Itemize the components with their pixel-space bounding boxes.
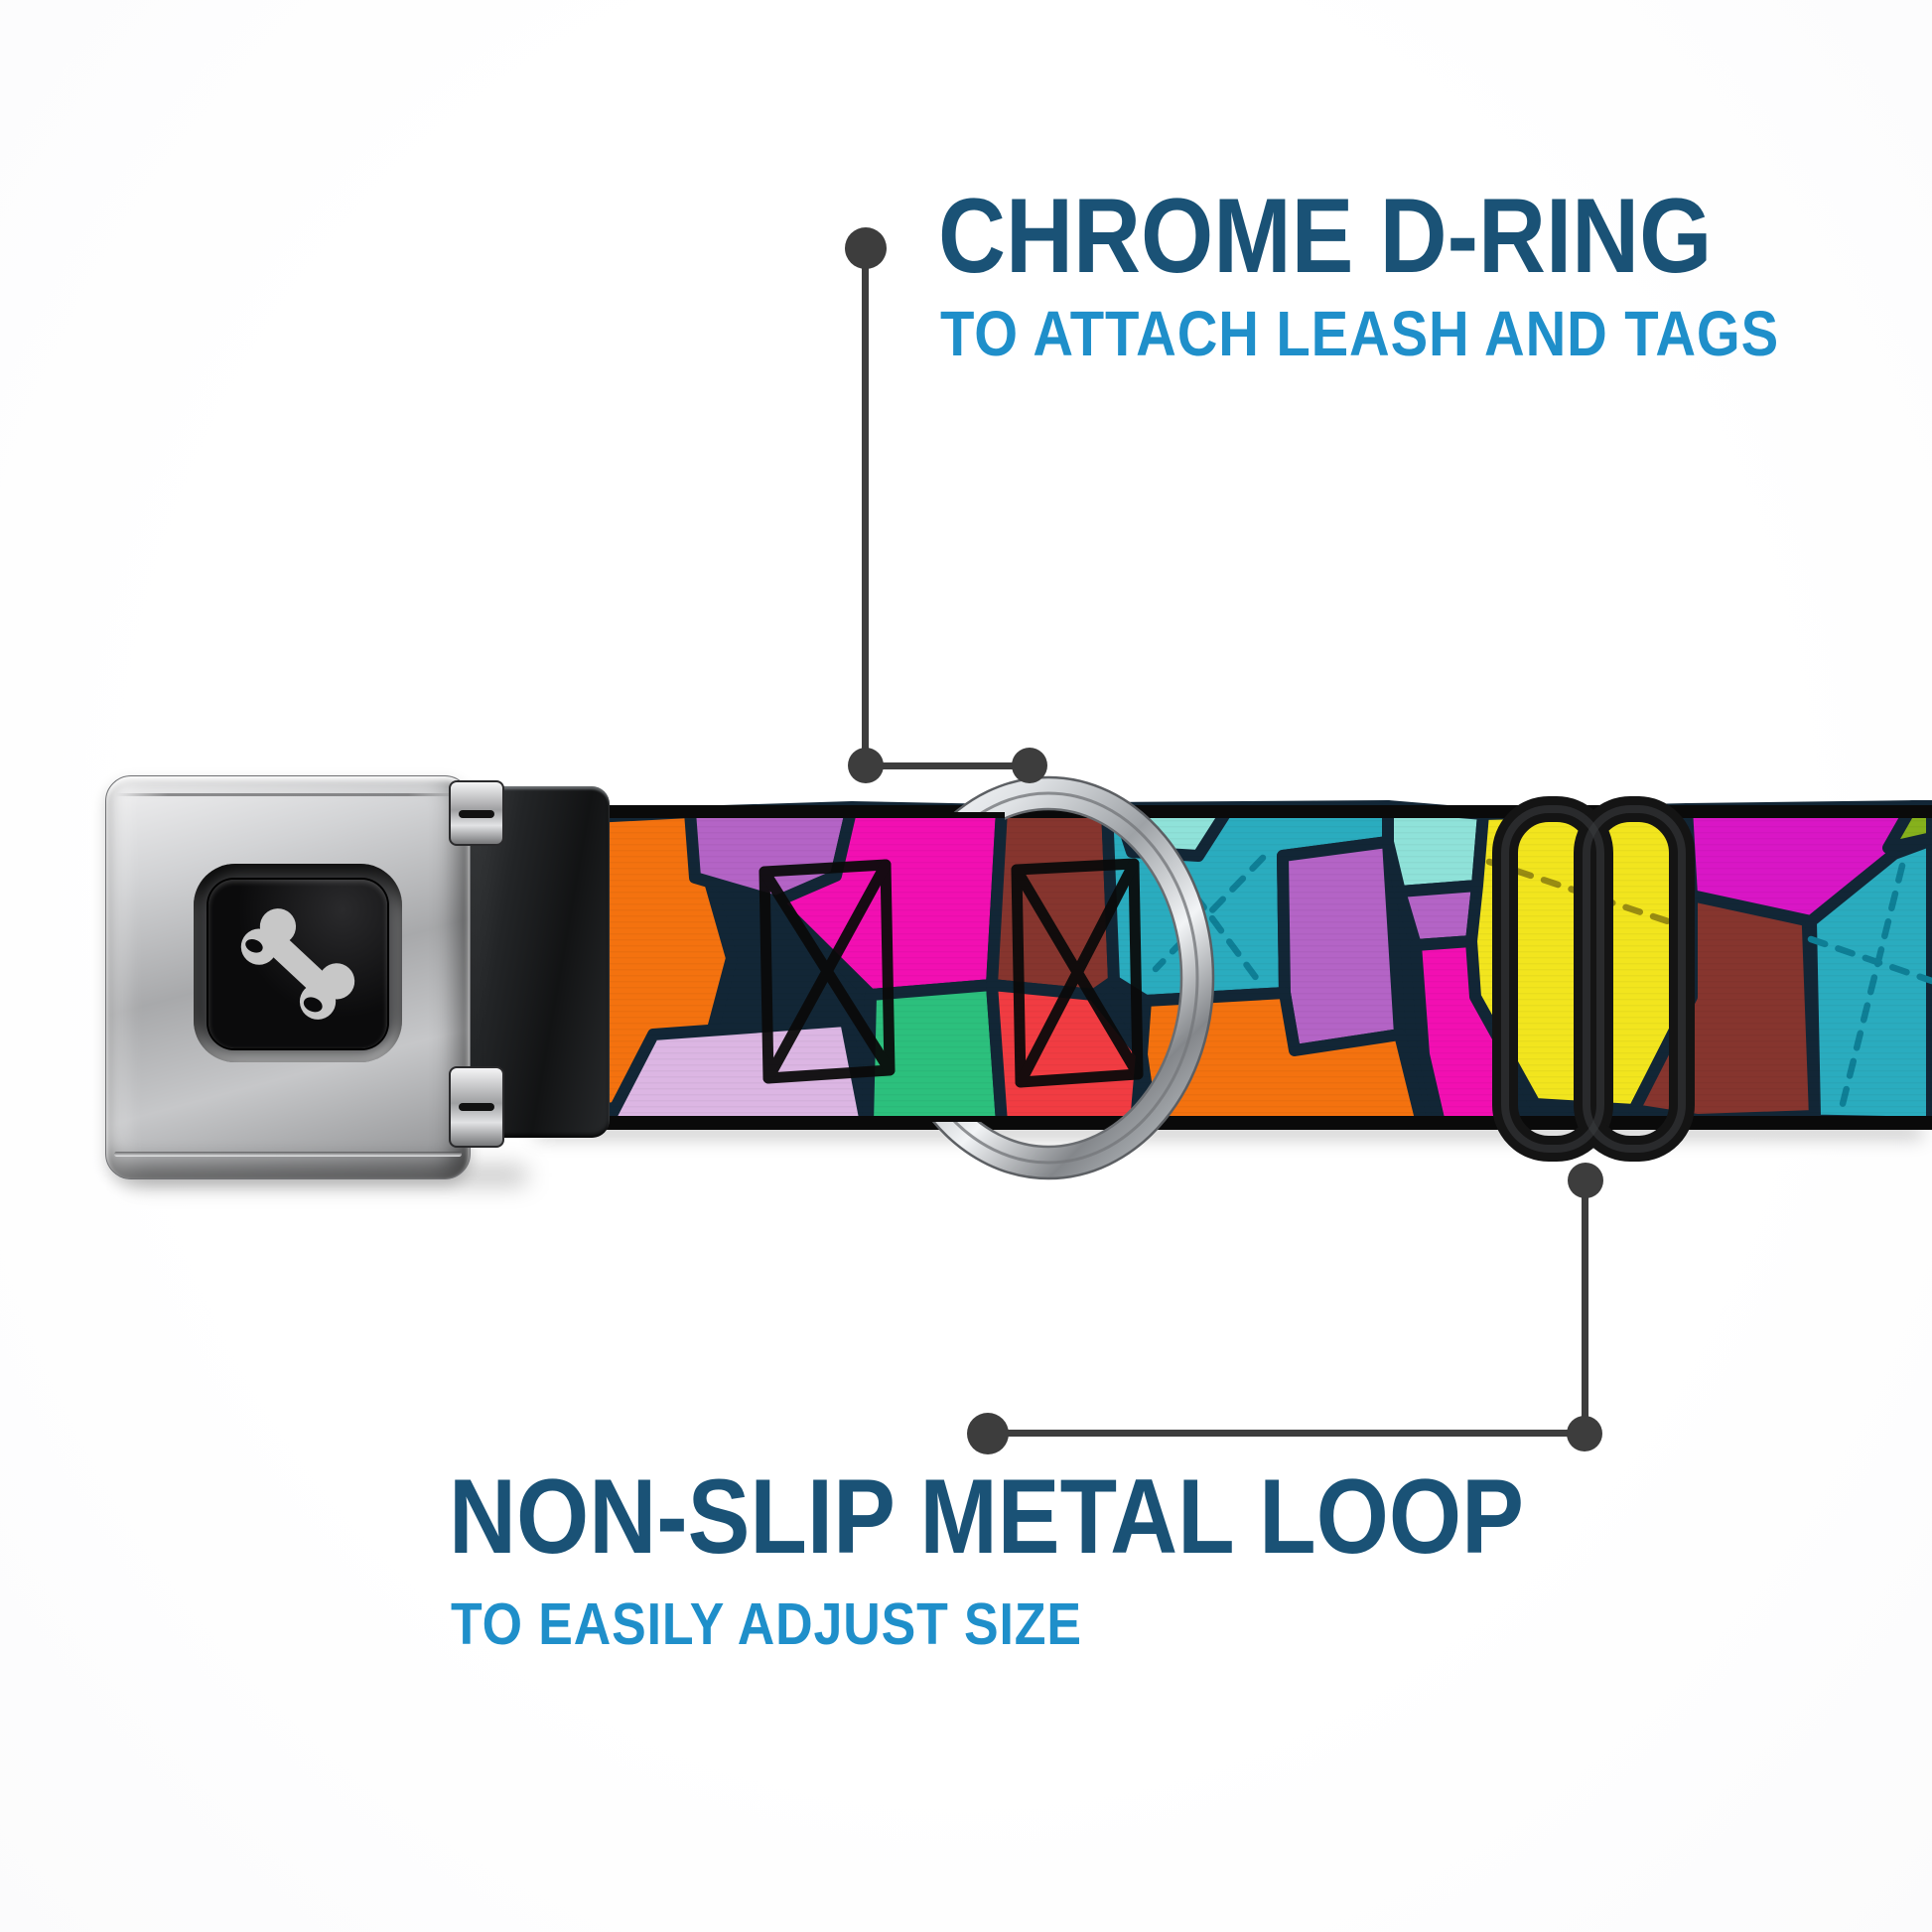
- dring-pointer-dot-right: [1012, 748, 1047, 783]
- buckle-spring-clip-bottom: [449, 1066, 504, 1148]
- box-stitch-mark: [1011, 858, 1144, 1088]
- seatbelt-buckle: [105, 775, 471, 1179]
- loop-pointer-hline: [988, 1430, 1586, 1437]
- loop-callout-subtitle: TO EASILY ADJUST SIZE: [451, 1591, 1082, 1657]
- d-ring: [882, 775, 1215, 1180]
- dring-callout-title: CHROME D-RING: [938, 176, 1713, 295]
- loop-pointer-dot-elbow: [1567, 1416, 1602, 1451]
- collar-strap: [488, 800, 1932, 1130]
- loop-pointer-dot-top: [1568, 1163, 1603, 1198]
- box-stitch-mark: [759, 859, 896, 1084]
- loop-callout-dot: [967, 1413, 1009, 1454]
- buckle-spring-clip-top: [449, 780, 504, 846]
- collar-strap-graphic: [488, 775, 1932, 1180]
- metal-loop-slider: [1492, 796, 1695, 1162]
- buckle-logo-square: [208, 880, 387, 1048]
- dring-pointer-hline: [866, 762, 1031, 769]
- buckle-recess: [194, 864, 402, 1062]
- dring-pointer-dot-left: [848, 748, 884, 783]
- bone-icon: [240, 908, 355, 1020]
- loop-pointer-vline: [1582, 1183, 1588, 1434]
- dring-callout-subtitle: TO ATTACH LEASH AND TAGS: [940, 298, 1780, 369]
- dring-callout-dot: [845, 227, 887, 269]
- loop-callout-title: NON-SLIP METAL LOOP: [449, 1456, 1524, 1576]
- dring-pointer-vline: [862, 250, 869, 764]
